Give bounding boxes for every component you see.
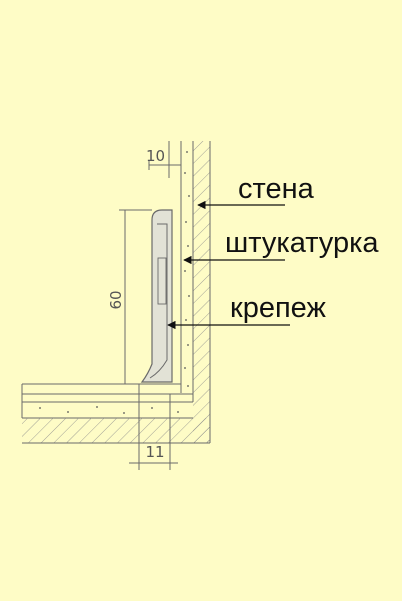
- label-plaster: штукатурка: [225, 227, 379, 259]
- callout-plaster: штукатурка: [183, 227, 379, 265]
- dimension-depth-label: 11: [145, 443, 164, 461]
- dimension-skirting-height: 60: [107, 209, 152, 385]
- wall-masonry: [192, 141, 211, 443]
- floor-slab: [22, 418, 210, 444]
- skirting-profile: [140, 209, 173, 383]
- callout-fastener: крепеж: [167, 292, 326, 330]
- dimension-skirting-depth: 11: [129, 384, 178, 470]
- plaster-layer: [180, 141, 190, 393]
- callout-wall: стена: [197, 173, 315, 210]
- dimension-plaster-label: 10: [146, 147, 165, 165]
- dimension-height-label: 60: [107, 290, 125, 309]
- floor-screed: [21, 383, 193, 419]
- label-fastener: крепеж: [230, 292, 326, 324]
- label-wall: стена: [238, 173, 315, 205]
- dimension-plaster-thickness: 10: [146, 141, 181, 178]
